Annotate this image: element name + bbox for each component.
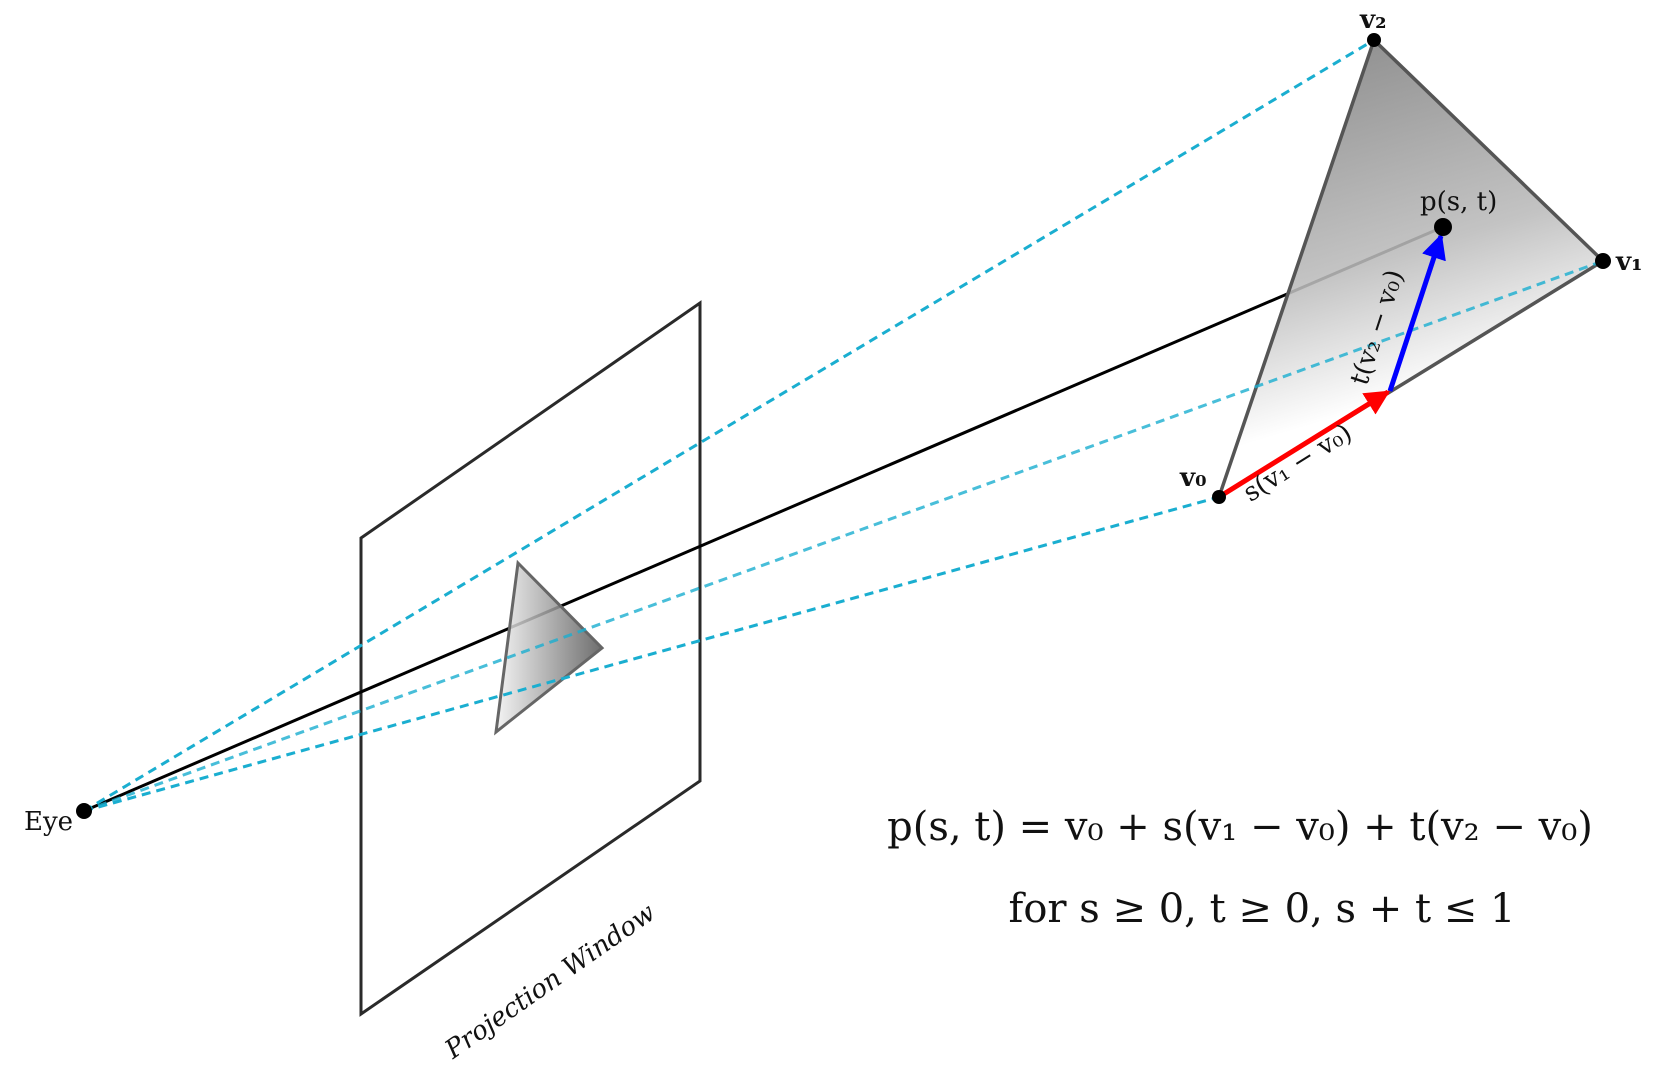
projection-window bbox=[359, 300, 702, 1017]
p-label: p(s, t) bbox=[1420, 187, 1497, 217]
v2-point bbox=[1367, 33, 1381, 47]
triangle-v0-v1-v2 bbox=[1215, 36, 1606, 502]
parameter-condition: for s ≥ 0, t ≥ 0, s + t ≤ 1 bbox=[1009, 886, 1516, 932]
p-point bbox=[1434, 218, 1452, 236]
v2-label: v₂ bbox=[1359, 5, 1387, 35]
ray-eye-to-p bbox=[83, 225, 1444, 813]
s-vector-arrow bbox=[1217, 389, 1391, 500]
parametric-equation: p(s, t) = v₀ + s(v₁ − v₀) + t(v₂ − v₀) bbox=[887, 804, 1593, 850]
projection-ray-v0 bbox=[83, 495, 1220, 813]
v1-label: v₁ bbox=[1615, 247, 1643, 277]
projected-triangle bbox=[494, 559, 605, 736]
v0-label: v₀ bbox=[1179, 463, 1207, 493]
eye-point bbox=[76, 803, 92, 819]
v0-point bbox=[1212, 490, 1226, 504]
projection-ray-v2 bbox=[83, 38, 1375, 813]
t-vector-arrow bbox=[1387, 233, 1446, 392]
v1-point bbox=[1595, 253, 1611, 269]
eye-label: Eye bbox=[24, 807, 73, 837]
projection-window-label: Projection Window bbox=[439, 898, 661, 1066]
